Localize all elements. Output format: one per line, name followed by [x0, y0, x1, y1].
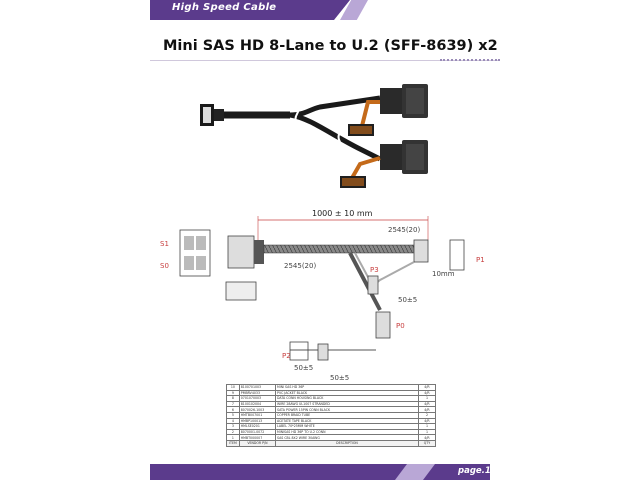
- bom-cell: 8070001-0072: [238, 428, 277, 436]
- overall-length-label: 1000 ± 10 mm: [312, 209, 373, 218]
- label-p0: P0: [396, 322, 405, 330]
- title-dotted-accent: [440, 59, 500, 61]
- connector-p3: [367, 275, 379, 295]
- label-s1: S1: [160, 240, 169, 248]
- bom-cell: 1: [417, 428, 437, 436]
- connector-p0: [375, 311, 391, 339]
- bom-cell: 0701070003: [238, 395, 277, 402]
- u2-connector-upper: [348, 84, 428, 136]
- bom-cell: 4/R: [417, 384, 437, 391]
- bom-cell: 1: [417, 423, 437, 430]
- label-dim-3: 50±5: [398, 296, 418, 304]
- label-dim-2: 2545(20): [388, 226, 421, 234]
- label-p1: P1: [476, 256, 485, 264]
- mini-sas-hd-connector: [200, 104, 224, 126]
- bom-cell: HMBT000007: [238, 434, 277, 441]
- main-cable: [263, 244, 415, 254]
- bom-header-cell: VENDOR P/N: [238, 439, 277, 447]
- bom-cell: PMBRV4033: [238, 389, 277, 397]
- bom-cell: 8070026-1003: [238, 406, 277, 413]
- title-underline: [150, 60, 500, 61]
- bom-header-cell: ITEM: [226, 439, 240, 447]
- u2-connector-lower: [340, 140, 428, 188]
- connector-p1: [413, 239, 429, 263]
- banner-text: High Speed Cable: [172, 2, 277, 13]
- bom-cell: 4/R: [417, 434, 437, 441]
- bom-cell: HMTB007001: [238, 412, 277, 419]
- label-dim-6: 10mm: [432, 270, 455, 278]
- technical-drawing: [179, 216, 465, 361]
- label-p3: P3: [370, 266, 379, 274]
- footer-accent-stripe: [395, 464, 435, 480]
- connector-p2-end: [289, 341, 309, 361]
- header-banner: [150, 0, 350, 20]
- bom-cell: 8100102004: [238, 400, 277, 408]
- bom-cell: 1: [417, 395, 437, 402]
- bom-cell: 2: [417, 412, 437, 419]
- connector-s-front: [179, 229, 211, 277]
- connector-p1-end: [449, 239, 465, 271]
- label-dim-4: 50±5: [330, 374, 350, 382]
- label-s0: S0: [160, 262, 169, 270]
- bom-cell: 4/R: [417, 400, 437, 408]
- bom-cell: HMBP100013: [238, 417, 277, 425]
- connector-s-side: [227, 235, 264, 269]
- bom-cell: HMLSE0201: [238, 423, 277, 430]
- page-number: page.1: [458, 466, 491, 476]
- label-dim-1: 2545(20): [284, 262, 317, 270]
- connector-p2: [317, 343, 329, 361]
- bom-cell: 4/R: [417, 389, 437, 397]
- label-p2: P2: [282, 352, 291, 360]
- footer-banner: [150, 464, 490, 480]
- bom-cell: 4/R: [417, 406, 437, 413]
- branch-cable-p0: [348, 252, 382, 311]
- bom-cell: 8100701003: [238, 384, 277, 391]
- bom-cell: 4/R: [417, 417, 437, 425]
- bom-header-cell: QTY: [417, 439, 437, 447]
- page-title: Mini SAS HD 8-Lane to U.2 (SFF-8639) x2: [163, 38, 498, 54]
- connector-s-top: [225, 281, 257, 301]
- cable-photo: [200, 84, 428, 188]
- bom-header-cell: DESCRIPTION: [275, 439, 419, 447]
- label-dim-5: 50±5: [294, 364, 314, 372]
